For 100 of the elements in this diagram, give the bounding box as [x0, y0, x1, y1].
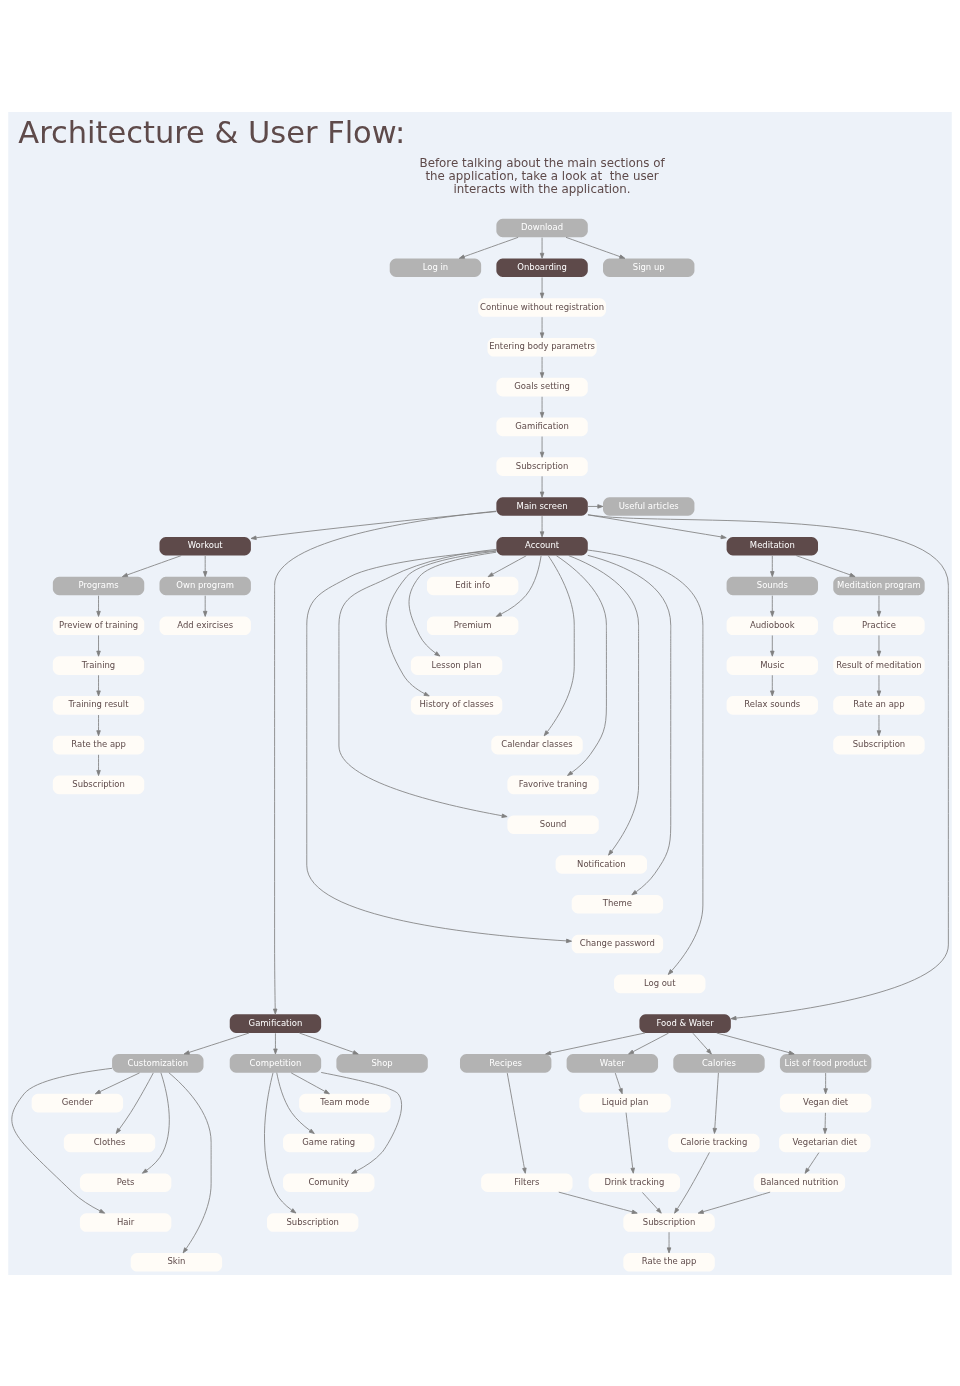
arrow — [770, 554, 775, 577]
node-box: Preview of training — [52, 615, 145, 635]
arrow — [587, 554, 672, 895]
node-box: Training — [52, 655, 145, 675]
node-box: Practice — [833, 615, 925, 635]
arrow — [587, 513, 727, 539]
node-box: Sound — [507, 814, 599, 834]
arrow — [539, 236, 545, 259]
node-box: Filters — [481, 1172, 573, 1192]
node-box: Log out — [614, 974, 706, 993]
arrow — [264, 1071, 297, 1213]
arrow — [96, 634, 101, 657]
node-box: Calories — [673, 1053, 765, 1073]
node-box: Calorie tracking — [668, 1133, 760, 1152]
node-box: Subscription — [496, 456, 588, 476]
arrow — [697, 1191, 771, 1214]
arrow — [306, 549, 572, 943]
node-box: Rate the app — [623, 1252, 715, 1272]
node-box: Music — [726, 655, 818, 675]
node-box: Entering body parametrs — [487, 337, 597, 357]
node-box: Main screen — [496, 496, 588, 516]
node-box: Useful articles — [603, 496, 695, 516]
node-box: Rate the app — [52, 735, 145, 754]
arrow — [565, 236, 626, 259]
arrow — [141, 1071, 170, 1174]
arrow — [587, 549, 704, 975]
node-box: Lesson plan — [410, 655, 503, 675]
node-box: Own program — [159, 576, 251, 595]
node-box: Vegan diet — [779, 1093, 872, 1112]
diagram-title: Architecture & User Flow: — [18, 114, 406, 150]
arrow — [96, 714, 101, 736]
node-box: Audiobook — [726, 615, 818, 635]
node-box: Competition — [229, 1053, 322, 1073]
node-box: Sign up — [603, 257, 695, 277]
arrow — [539, 475, 545, 497]
node-box: Game rating — [283, 1133, 375, 1152]
arrow — [558, 1191, 638, 1214]
node-box: Theme — [571, 894, 664, 914]
node-box: Subscription — [623, 1212, 715, 1232]
arrow — [545, 1032, 646, 1055]
arrow — [168, 1071, 212, 1253]
node-box: Recipes — [459, 1053, 552, 1073]
node-box: Vegetarian diet — [779, 1133, 871, 1152]
node-box: Goals setting — [496, 377, 588, 396]
arrow — [770, 594, 775, 617]
node-box: Drink tracking — [588, 1172, 681, 1192]
node-box: Training result — [52, 695, 145, 715]
arrow — [716, 1032, 795, 1055]
node-box: Subscription — [52, 775, 145, 794]
node-box: Result of meditation — [833, 655, 925, 675]
arrow — [770, 674, 775, 696]
node-box: Change password — [571, 934, 664, 953]
node-box: Gender — [31, 1093, 124, 1112]
arrow — [408, 551, 497, 656]
node-box: Premium — [426, 615, 519, 635]
arrow — [587, 503, 604, 509]
node-box: Sounds — [726, 576, 818, 595]
arrow — [822, 1111, 828, 1134]
arrow — [385, 550, 497, 696]
arrow — [495, 554, 542, 617]
node-box: Balanced nutrition — [753, 1172, 846, 1192]
arrow — [539, 356, 545, 378]
arrow — [876, 594, 882, 617]
arrow — [506, 1072, 527, 1174]
arrow — [539, 435, 545, 458]
node-box: History of classes — [410, 695, 503, 715]
arrow — [338, 548, 508, 818]
arrow — [115, 1072, 154, 1134]
node-box: Add exircises — [159, 615, 251, 635]
arrow — [183, 1032, 250, 1055]
node-box: Account — [496, 536, 588, 556]
arrow — [121, 554, 182, 577]
arrow — [876, 674, 882, 696]
arrow — [539, 316, 545, 338]
arrow — [674, 1151, 710, 1214]
arrow — [276, 1071, 315, 1134]
arrow — [273, 510, 497, 1015]
arrow — [320, 1071, 402, 1174]
arrow — [712, 1071, 719, 1134]
arrow — [795, 554, 856, 577]
node-box: Skin — [130, 1252, 223, 1272]
arrow — [11, 1067, 113, 1214]
arrow — [628, 1032, 670, 1054]
arrow — [555, 554, 607, 776]
arrow — [876, 634, 882, 657]
node-box: Gamification — [496, 417, 588, 436]
arrow — [94, 1071, 140, 1094]
node-box: Notification — [555, 854, 648, 874]
arrow — [96, 674, 101, 696]
arrow — [770, 634, 775, 657]
arrow — [587, 513, 949, 1020]
arrow — [625, 1111, 635, 1174]
node-box: List of food product — [779, 1053, 872, 1073]
node-box: Rate an app — [833, 695, 925, 715]
node-box: Programs — [52, 576, 145, 595]
arrow — [823, 1072, 828, 1094]
node-box: Relax sounds — [726, 695, 818, 715]
arrow — [539, 515, 545, 537]
node-box: Liquid plan — [579, 1093, 671, 1112]
node-box: Subscription — [833, 735, 925, 754]
